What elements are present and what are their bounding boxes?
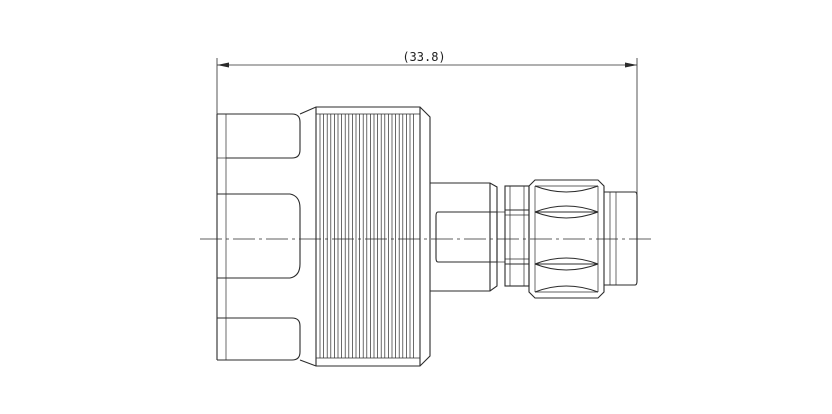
knurled-coupling-nut <box>299 106 431 367</box>
overall-length-dimension: (33.8) <box>216 50 638 236</box>
front-hex-nut <box>528 179 605 299</box>
overall-length-label: (33.8) <box>402 50 445 64</box>
dimension-arrow-right <box>625 62 637 68</box>
knurl-lines <box>319 114 414 358</box>
adapter-shank <box>430 182 505 292</box>
rear-hex-body <box>216 113 301 361</box>
front-tip <box>604 191 638 286</box>
dimension-arrow-left <box>217 62 229 68</box>
collar-rings <box>504 185 530 287</box>
